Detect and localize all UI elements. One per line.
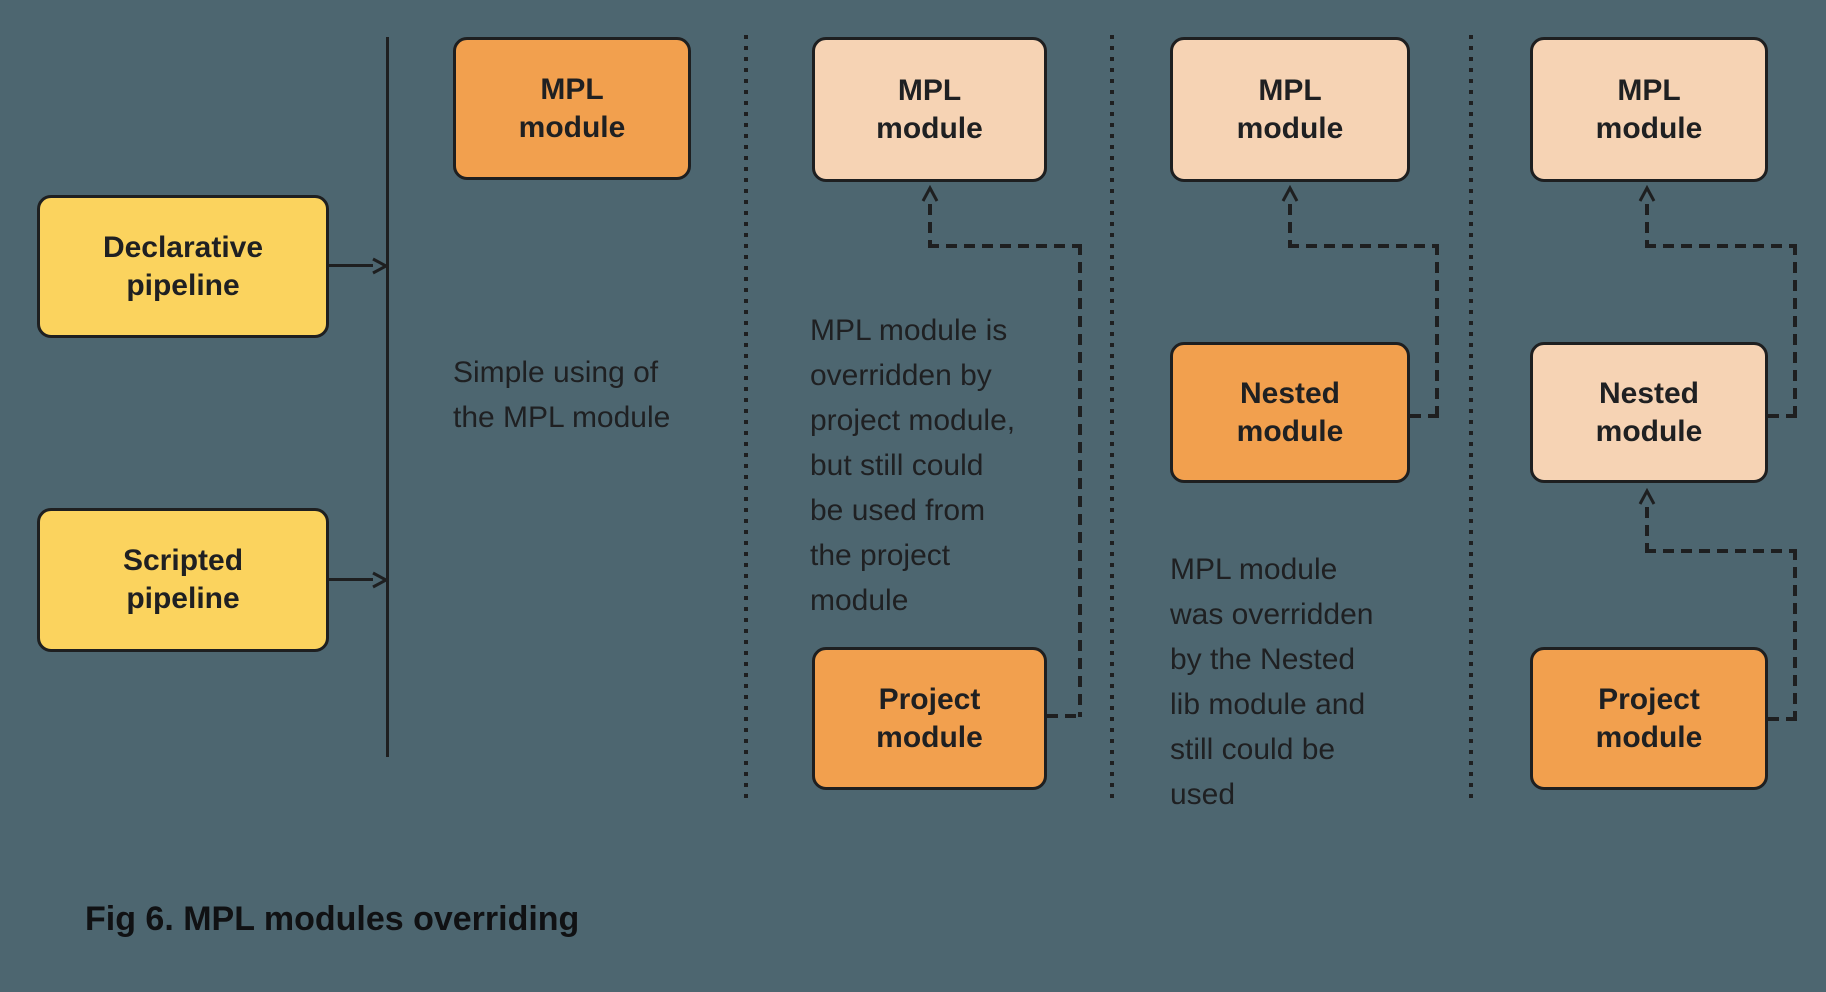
connector-segment (1768, 717, 1797, 721)
connector-segment (1793, 549, 1797, 720)
connector-segment (1645, 507, 1649, 549)
connector-segment (1435, 244, 1439, 418)
arrowhead-up-icon (1638, 488, 1656, 505)
nested-module-box: Nested module (1170, 342, 1410, 483)
arrowhead-up-icon (921, 185, 939, 202)
figure-caption: Fig 6. MPL modules overriding (85, 900, 580, 938)
mpl-module-box: MPL module (812, 37, 1047, 182)
arrow-line (329, 264, 373, 267)
connector-segment (1645, 204, 1649, 244)
declarative-pipeline-box: Declarative pipeline (37, 195, 329, 338)
connector-segment (1768, 414, 1797, 418)
column-separator (1110, 35, 1114, 805)
connector-segment (1645, 244, 1797, 248)
project-module-box: Project module (1530, 647, 1768, 790)
column-separator (744, 35, 748, 805)
arrowhead-up-icon (1281, 185, 1299, 202)
connector-segment (1793, 244, 1797, 416)
column-note: Simple using of the MPL module (453, 356, 671, 434)
connector-segment (1645, 549, 1797, 553)
arrowhead-up-icon (1638, 185, 1656, 202)
connector-segment (928, 244, 1082, 248)
pipeline-join-line (386, 37, 389, 757)
connector-segment (1078, 244, 1082, 717)
column-note: MPL module is overridden by project modu… (810, 314, 1016, 617)
arrow-line (329, 578, 373, 581)
project-module-box: Project module (812, 647, 1047, 790)
mpl-module-box: MPL module (453, 37, 691, 180)
connector-segment (1288, 244, 1439, 248)
connector-segment (1047, 714, 1082, 718)
nested-module-box: Nested module (1530, 342, 1768, 483)
connector-segment (1410, 414, 1439, 418)
mpl-module-box: MPL module (1170, 37, 1410, 182)
scripted-pipeline-box: Scripted pipeline (37, 508, 329, 652)
connector-segment (1288, 204, 1292, 244)
mpl-module-box: MPL module (1530, 37, 1768, 182)
column-note: MPL module was overridden by the Nested … (1170, 553, 1374, 811)
column-separator (1469, 35, 1473, 805)
connector-segment (928, 204, 932, 244)
